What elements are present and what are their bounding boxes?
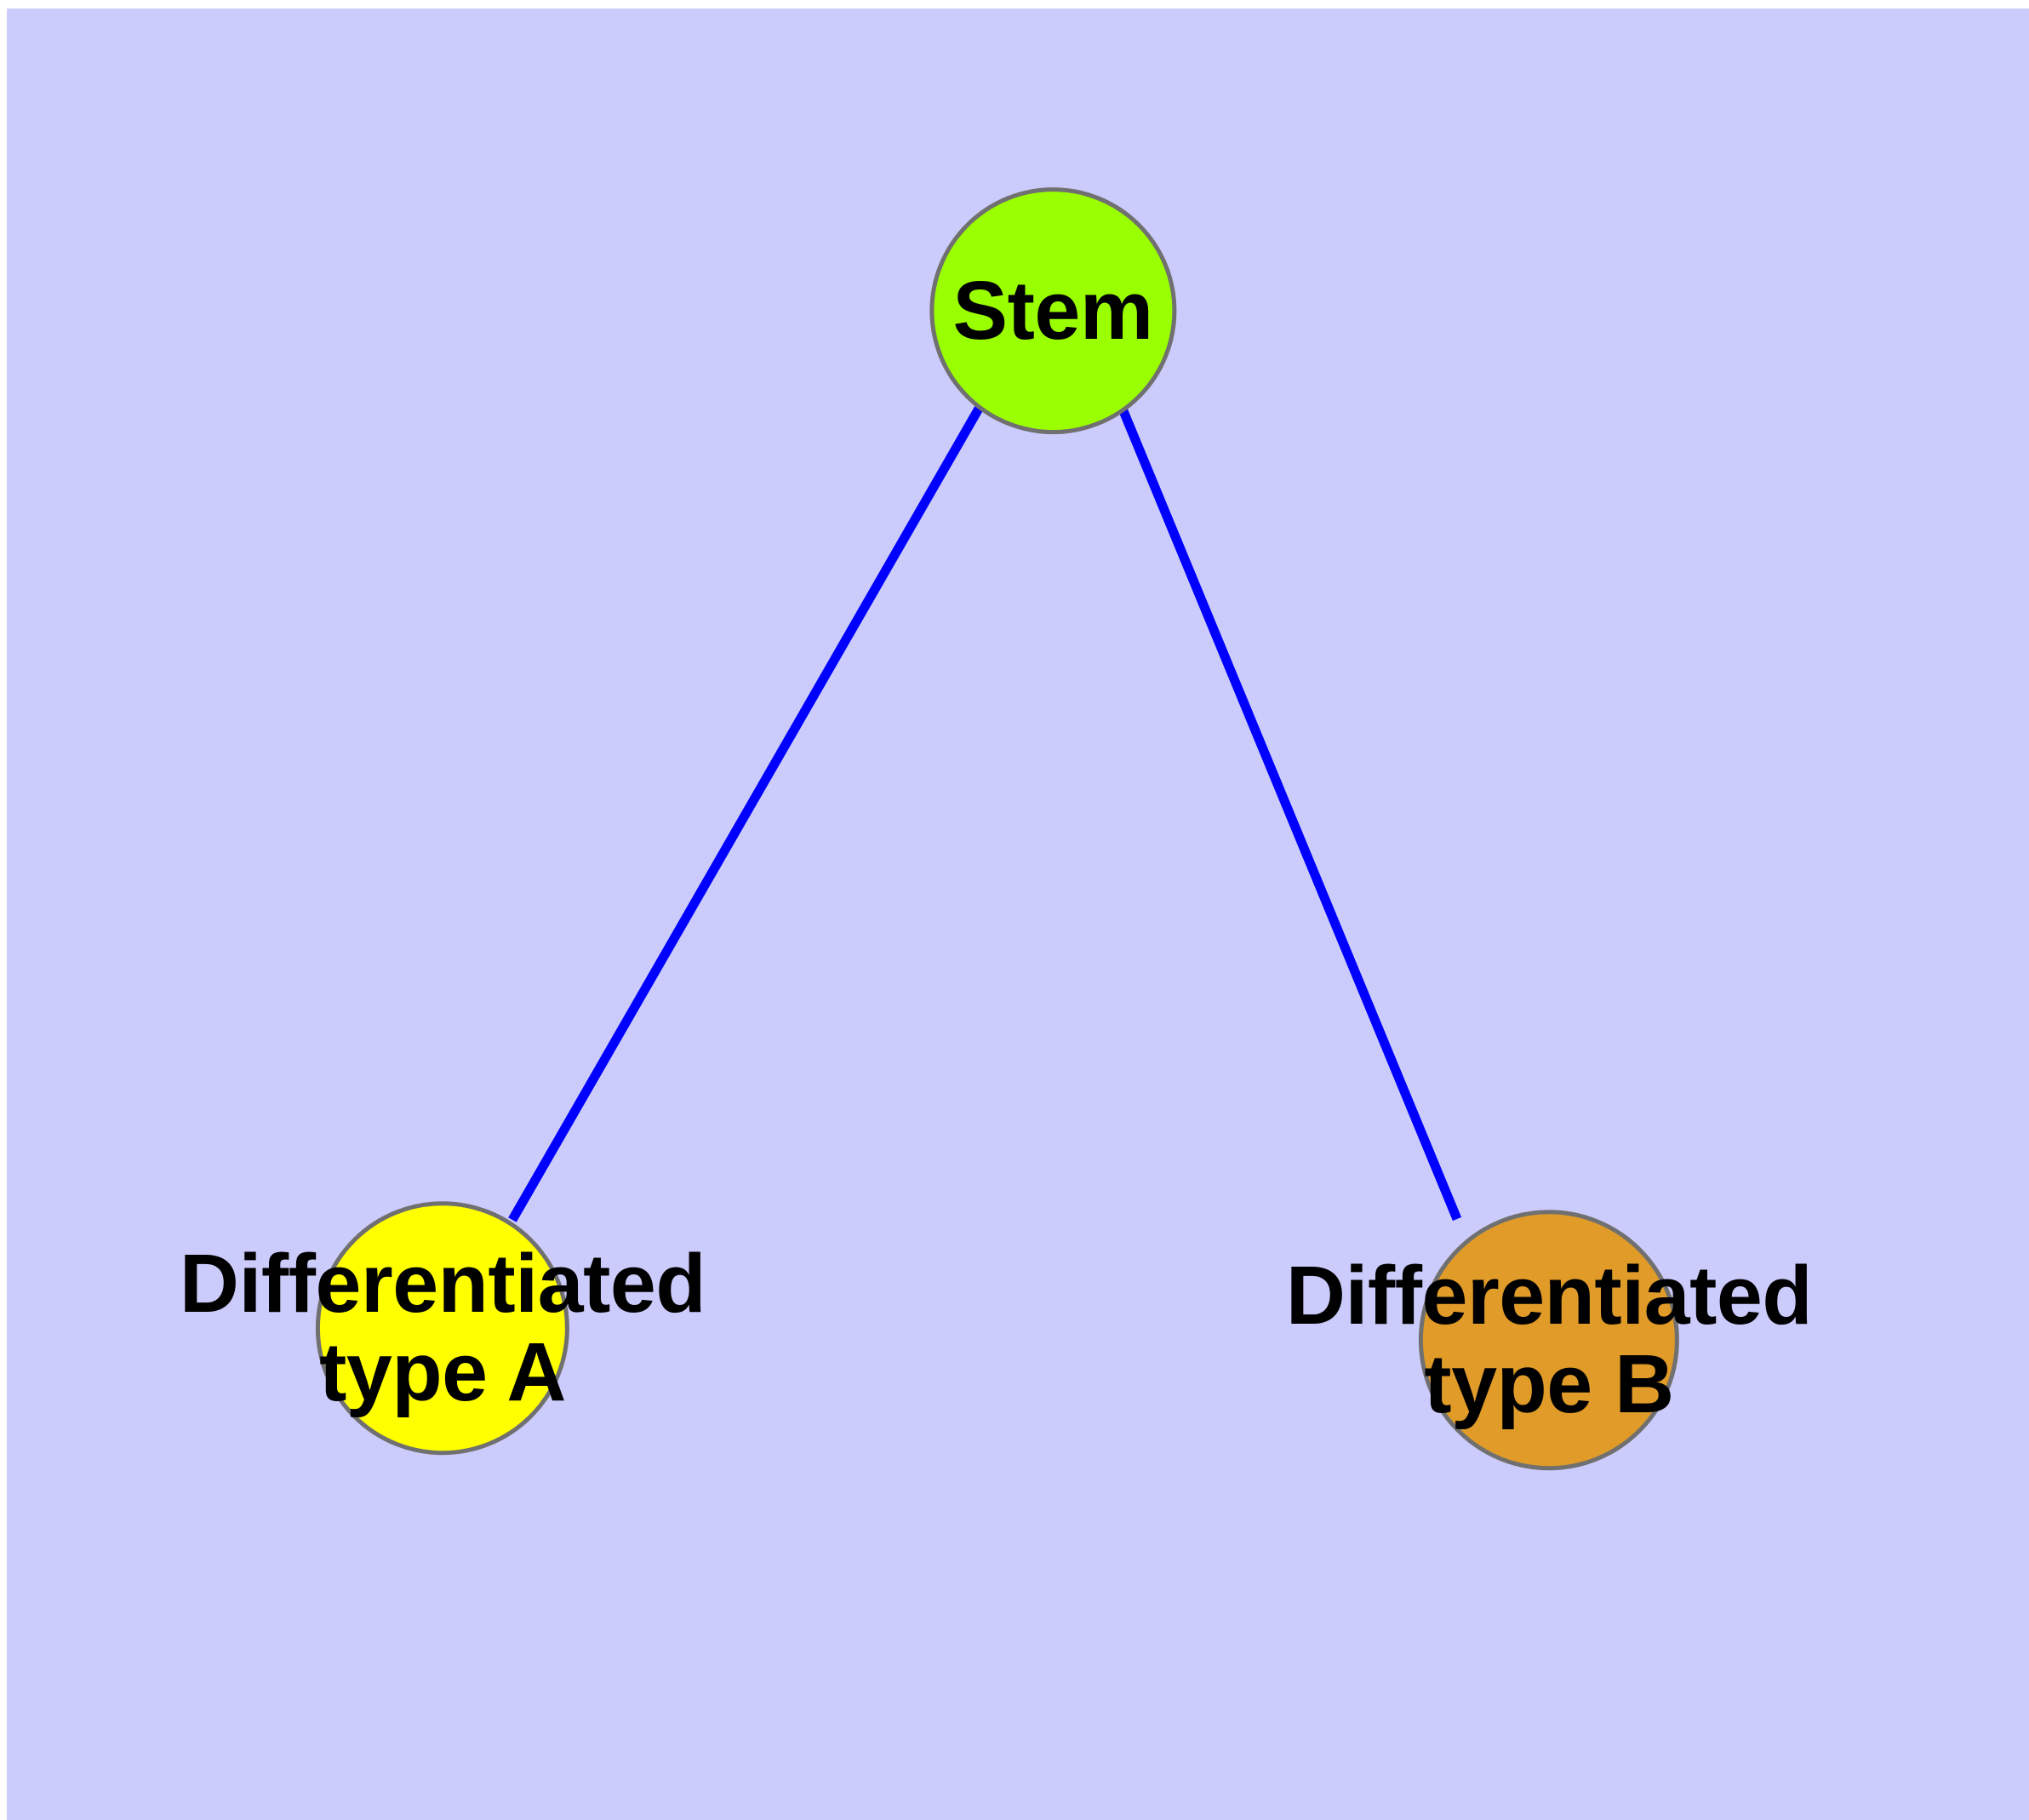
node-stem[interactable]: Stem: [929, 187, 1176, 434]
edge-stem-to-differentiated-type-a: [508, 406, 983, 1222]
node-stem-circle: [929, 187, 1176, 434]
edge-layer: [508, 404, 1462, 1222]
node-differentiated-type-b-circle: [1418, 1210, 1679, 1470]
node-differentiated-type-a-circle: [315, 1201, 569, 1455]
graph-canvas: Stem Differentiated type A Differentiate…: [7, 9, 2029, 1820]
node-differentiated-type-b[interactable]: Differentiated type B: [1286, 1210, 1813, 1470]
edge-stem-to-differentiated-type-b: [1117, 404, 1462, 1222]
node-differentiated-type-a[interactable]: Differentiated type A: [180, 1201, 706, 1455]
